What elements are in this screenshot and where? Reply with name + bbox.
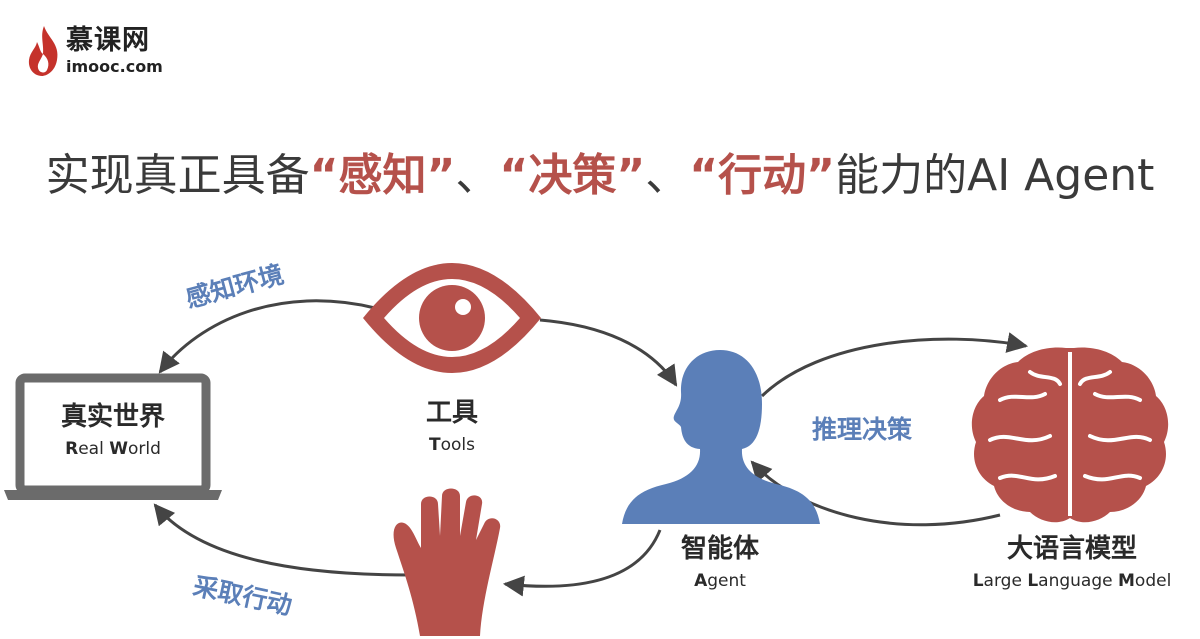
title-separator: 、 — [645, 150, 690, 201]
arrow-eye-to-world — [158, 299, 376, 374]
title-prefix: 实现真正具备 — [45, 150, 310, 201]
arrow-llm-to-agent — [750, 460, 1001, 527]
llm-label: 大语言模型 — [1006, 534, 1137, 564]
title-suffix: 能力的AI Agent — [835, 150, 1155, 201]
arrow-agent-to-llm — [760, 332, 1029, 398]
title-decision: “决策” — [499, 150, 646, 201]
logo-name: 慕课网 — [66, 25, 150, 56]
real-world-label: 真实世界 — [60, 402, 165, 432]
node-tools: 工具 Tools — [390, 398, 514, 456]
title-action: “行动” — [689, 150, 836, 201]
agent-label: 智能体 — [680, 534, 759, 564]
page-title: 实现真正具备“感知”、“决策”、“行动”能力的AI Agent — [0, 146, 1200, 206]
edge-label-reason: 推理决策 — [812, 415, 913, 444]
node-real-world: 真实世界 Real World — [22, 402, 204, 460]
agent-en-label: Agent — [694, 571, 746, 592]
llm-en-label: Large Language Model — [972, 571, 1172, 592]
tools-en-label: Tools — [429, 435, 475, 456]
agent-person-icon — [622, 350, 820, 524]
node-agent: 智能体 Agent — [650, 534, 790, 592]
hand-icon — [393, 488, 501, 636]
eye-icon — [363, 263, 541, 373]
brain-icon — [971, 347, 1169, 523]
flame-icon — [28, 26, 58, 76]
node-llm: 大语言模型 Large Language Model — [960, 534, 1184, 592]
arrow-agent-to-hand — [502, 529, 662, 597]
imooc-logo[interactable]: 慕课网 imooc.com — [26, 24, 206, 84]
tools-label: 工具 — [425, 398, 478, 428]
title-separator: 、 — [455, 150, 500, 201]
arrow-hand-to-world — [153, 503, 411, 577]
arrow-eye-to-agent — [539, 318, 678, 387]
real-world-en-label: Real World — [65, 439, 161, 460]
title-perception: “感知” — [309, 150, 456, 201]
laptop-icon — [4, 373, 222, 500]
logo-domain: imooc.com — [66, 57, 163, 76]
